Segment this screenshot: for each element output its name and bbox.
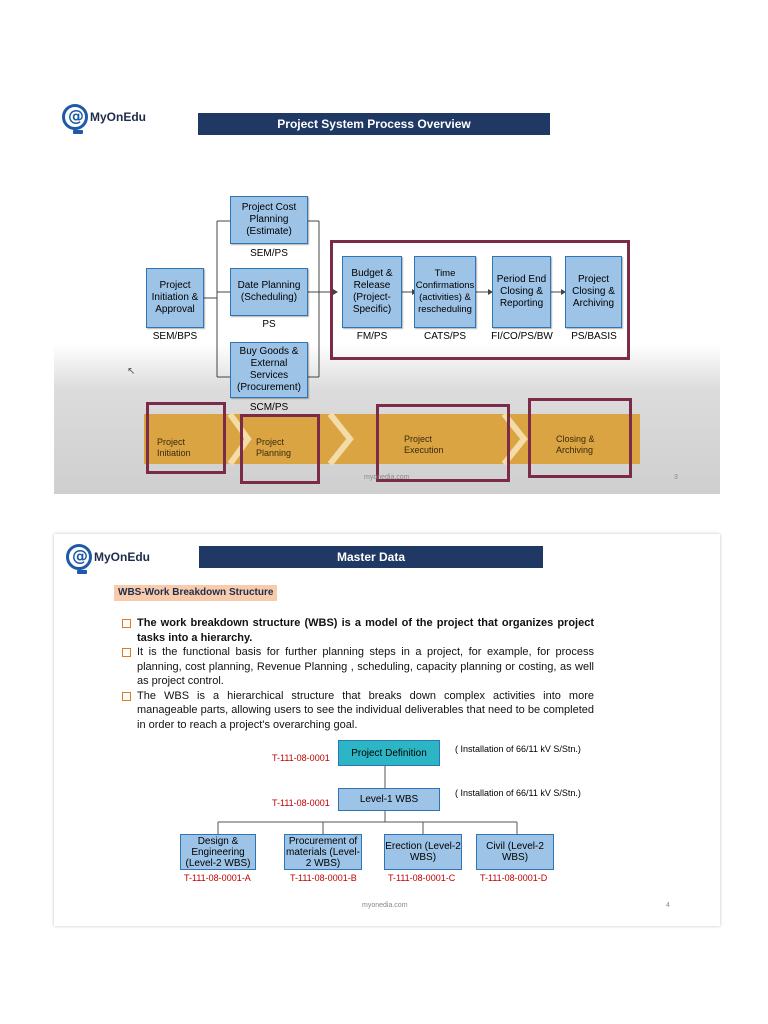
footer-url: myonedia.com	[364, 474, 410, 481]
wbs-code: T-111-08-0001-C	[388, 873, 456, 883]
phase-chevron-band	[144, 412, 640, 466]
module-label: FM/PS	[356, 331, 388, 342]
phase-label-planning: Project Planning	[256, 437, 292, 458]
module-label: PS	[262, 319, 276, 330]
module-label: CATS/PS	[423, 331, 467, 342]
myonedu-logo: MyOnEdu	[62, 104, 146, 134]
slide-title: Project System Process Overview	[198, 113, 550, 135]
wbs-code: T-111-08-0001-A	[184, 873, 251, 883]
bullet-item: The work breakdown structure (WBS) is a …	[122, 616, 594, 645]
module-label: FI/CO/PS/BW	[491, 331, 553, 342]
bullet-list: The work breakdown structure (WBS) is a …	[122, 616, 594, 732]
phase-execution-frame	[376, 404, 510, 482]
process-box-budget-release: Budget & Release (Project-Specific)	[342, 256, 402, 328]
bullet-square-icon	[122, 691, 131, 701]
module-label: PS/BASIS	[571, 331, 617, 342]
page-number: 3	[674, 474, 678, 481]
wbs-level2-erection: Erection (Level-2 WBS)	[384, 834, 462, 870]
wbs-code: T-111-08-0001-B	[290, 873, 357, 883]
module-label: SEM/BPS	[152, 331, 198, 342]
execution-highlight-frame	[330, 240, 630, 360]
wbs-level2-procurement: Procurement of materials (Level-2 WBS)	[284, 834, 362, 870]
slide-title: Master Data	[199, 546, 543, 568]
page-number: 4	[666, 902, 670, 909]
process-box-period-end-closing: Period End Closing & Reporting	[492, 256, 551, 328]
process-box-time-confirmations: Time Confirmations (activities) & resche…	[414, 256, 476, 328]
wbs-note: ( Installation of 66/11 kV S/Stn.)	[455, 788, 581, 798]
wbs-connectors	[217, 766, 518, 834]
phase-label-closing: Closing & Archiving	[556, 434, 595, 455]
process-box-cost-planning: Project Cost Planning (Estimate)	[230, 196, 308, 244]
section-heading: WBS-Work Breakdown Structure	[114, 585, 278, 601]
phase-label-initiation: Project Initiation	[157, 437, 191, 458]
process-box-project-closing: Project Closing & Archiving	[565, 256, 622, 328]
wbs-code: T-111-08-0001	[272, 798, 330, 808]
wbs-note: ( Installation of 66/11 kV S/Stn.)	[455, 744, 581, 754]
phase-closing-frame	[528, 398, 632, 478]
module-label: SEM/PS	[250, 248, 288, 259]
phase-label-execution: Project Execution	[404, 434, 444, 455]
phase-planning-frame	[240, 414, 320, 484]
globe-at-icon	[62, 104, 88, 134]
process-box-initiation: Project Initiation & Approval	[146, 268, 204, 328]
bullet-square-icon	[122, 619, 131, 628]
wbs-level1: Level-1 WBS	[338, 788, 440, 811]
slide-master-data: MyOnEdu Master Data WBS-Work Breakdown S…	[54, 534, 720, 926]
process-box-procurement: Buy Goods & External Services (Procureme…	[230, 342, 308, 398]
wbs-code: T-111-08-0001-D	[480, 873, 548, 883]
logo-text: MyOnEdu	[90, 110, 146, 124]
wbs-level2-design: Design & Engineering (Level-2 WBS)	[180, 834, 256, 870]
module-label: SCM/PS	[249, 402, 289, 413]
bullet-item: The WBS is a hierarchical structure that…	[122, 689, 594, 733]
myonedu-logo: MyOnEdu	[66, 544, 150, 574]
phase-initiation-frame	[146, 402, 226, 474]
logo-text: MyOnEdu	[94, 550, 150, 564]
mouse-cursor-icon: ↖	[127, 366, 136, 377]
wbs-code: T-111-08-0001	[272, 753, 330, 763]
slide-process-overview: MyOnEdu Project System Process Overview	[54, 88, 720, 494]
bullet-square-icon	[122, 648, 131, 657]
bullet-item: It is the functional basis for further p…	[122, 645, 594, 689]
footer-url: myonedia.com	[362, 902, 408, 909]
globe-at-icon	[66, 544, 92, 574]
wbs-level2-civil: Civil (Level-2 WBS)	[476, 834, 554, 870]
process-box-date-planning: Date Planning (Scheduling)	[230, 268, 308, 316]
wbs-project-definition: Project Definition	[338, 740, 440, 766]
